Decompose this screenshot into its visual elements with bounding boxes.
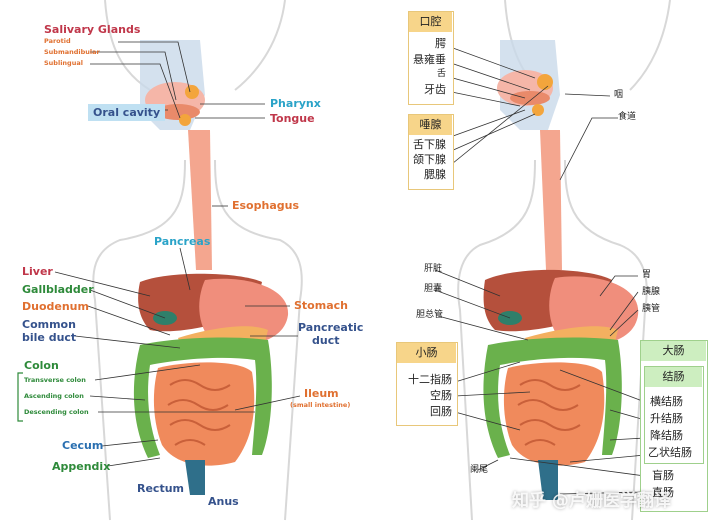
tongue-label: Tongue xyxy=(270,112,315,125)
sigmoid-colon-label-zh: 乙状结肠 xyxy=(648,446,692,459)
common-bile-duct-label-line1: Common xyxy=(22,318,76,331)
oral-cavity-label: Oral cavity xyxy=(88,104,166,121)
pancreatic-duct-label-zh: 胰管 xyxy=(642,304,661,314)
sublingual-label: Sublingual xyxy=(44,59,83,67)
ileum-label-zh: 回肠 xyxy=(430,405,452,418)
small-intestine-box-title: 小肠 xyxy=(397,343,456,363)
uvula-label: 悬雍垂 xyxy=(413,53,446,66)
jejunum-label-zh: 空肠 xyxy=(430,389,452,402)
english-anatomy-illustration xyxy=(54,0,303,521)
bile-duct-label-zh: 胆总管 xyxy=(416,310,444,320)
common-bile-duct-label-line2: bile duct xyxy=(22,331,77,344)
anus-label: Anus xyxy=(208,495,239,508)
pancreas-label: Pancreas xyxy=(154,235,211,248)
stomach-label-zh: 胃 xyxy=(642,270,652,280)
sublingual-gland-label: 舌下腺 xyxy=(413,138,446,151)
pharynx-label: Pharynx xyxy=(270,97,321,110)
duodenum-label: Duodenum xyxy=(22,300,89,313)
pharynx-label-zh: 咽 xyxy=(614,90,624,100)
duodenum-label-zh: 十二指肠 xyxy=(408,373,452,386)
transverse-colon-label: Transverse colon xyxy=(24,376,86,384)
pancreatic-duct-label-line1: Pancreatic xyxy=(298,321,364,334)
palate-label: 腭 xyxy=(435,37,446,50)
pancreas-label-zh: 胰腺 xyxy=(642,287,661,297)
submandibular-gland-label: 颌下腺 xyxy=(413,153,446,166)
english-diagram-panel: Salivary Glands Parotid Submandibular Su… xyxy=(17,0,364,521)
transverse-colon-label-zh: 横结肠 xyxy=(650,395,683,408)
ascending-colon-label: Ascending colon xyxy=(24,392,84,400)
colon-bracket xyxy=(17,372,23,422)
rectum-label-zh: 直肠 xyxy=(652,486,674,499)
parotid-label: Parotid xyxy=(44,37,71,45)
esophagus-label: Esophagus xyxy=(232,199,299,212)
colon-subbox-title: 结肠 xyxy=(645,367,702,387)
chinese-anatomy-illustration xyxy=(434,0,671,521)
appendix-label: Appendix xyxy=(52,460,111,473)
chinese-diagram-panel: 口腔 腭 悬雍垂 舌 牙齿 唾腺 舌下腺 颌下腺 腮腺 咽 食道 肝脏 胆囊 胆… xyxy=(360,0,720,527)
gallbladder-label-zh: 胆囊 xyxy=(424,284,443,294)
liver-label: Liver xyxy=(22,265,53,278)
ileum-label: Ileum xyxy=(304,387,339,400)
parotid-gland-label: 腮腺 xyxy=(424,168,446,181)
zhihu-watermark: 知乎 @卢姗医学翻译 xyxy=(512,491,671,511)
teeth-label: 牙齿 xyxy=(424,83,446,96)
cecum-label-zh: 盲肠 xyxy=(652,469,674,482)
appendix-label-zh: 阑尾 xyxy=(470,465,489,475)
rectum-label: Rectum xyxy=(137,482,185,495)
ascending-colon-label-zh: 升结肠 xyxy=(650,412,683,425)
descending-colon-label-zh: 降结肠 xyxy=(650,429,683,442)
esophagus-label-zh: 食道 xyxy=(618,112,637,122)
descending-colon-label: Descending colon xyxy=(24,408,89,416)
pancreatic-duct-label-line2: duct xyxy=(312,334,340,347)
submandibular-label: Submandibular xyxy=(44,48,100,56)
colon-label: Colon xyxy=(24,359,59,372)
gallbladder-label: Gallbladder xyxy=(22,283,94,296)
oral-cavity-box-title: 口腔 xyxy=(409,12,452,32)
salivary-glands-box-title: 唾腺 xyxy=(409,115,452,135)
stomach-label: Stomach xyxy=(294,299,348,312)
small-intestine-label: (small intestine) xyxy=(290,401,351,409)
liver-label-zh: 肝脏 xyxy=(424,264,443,274)
tongue-label-zh: 舌 xyxy=(436,69,446,79)
large-intestine-box-title: 大肠 xyxy=(641,341,706,361)
cecum-label: Cecum xyxy=(62,439,104,452)
salivary-glands-label: Salivary Glands xyxy=(44,23,141,36)
